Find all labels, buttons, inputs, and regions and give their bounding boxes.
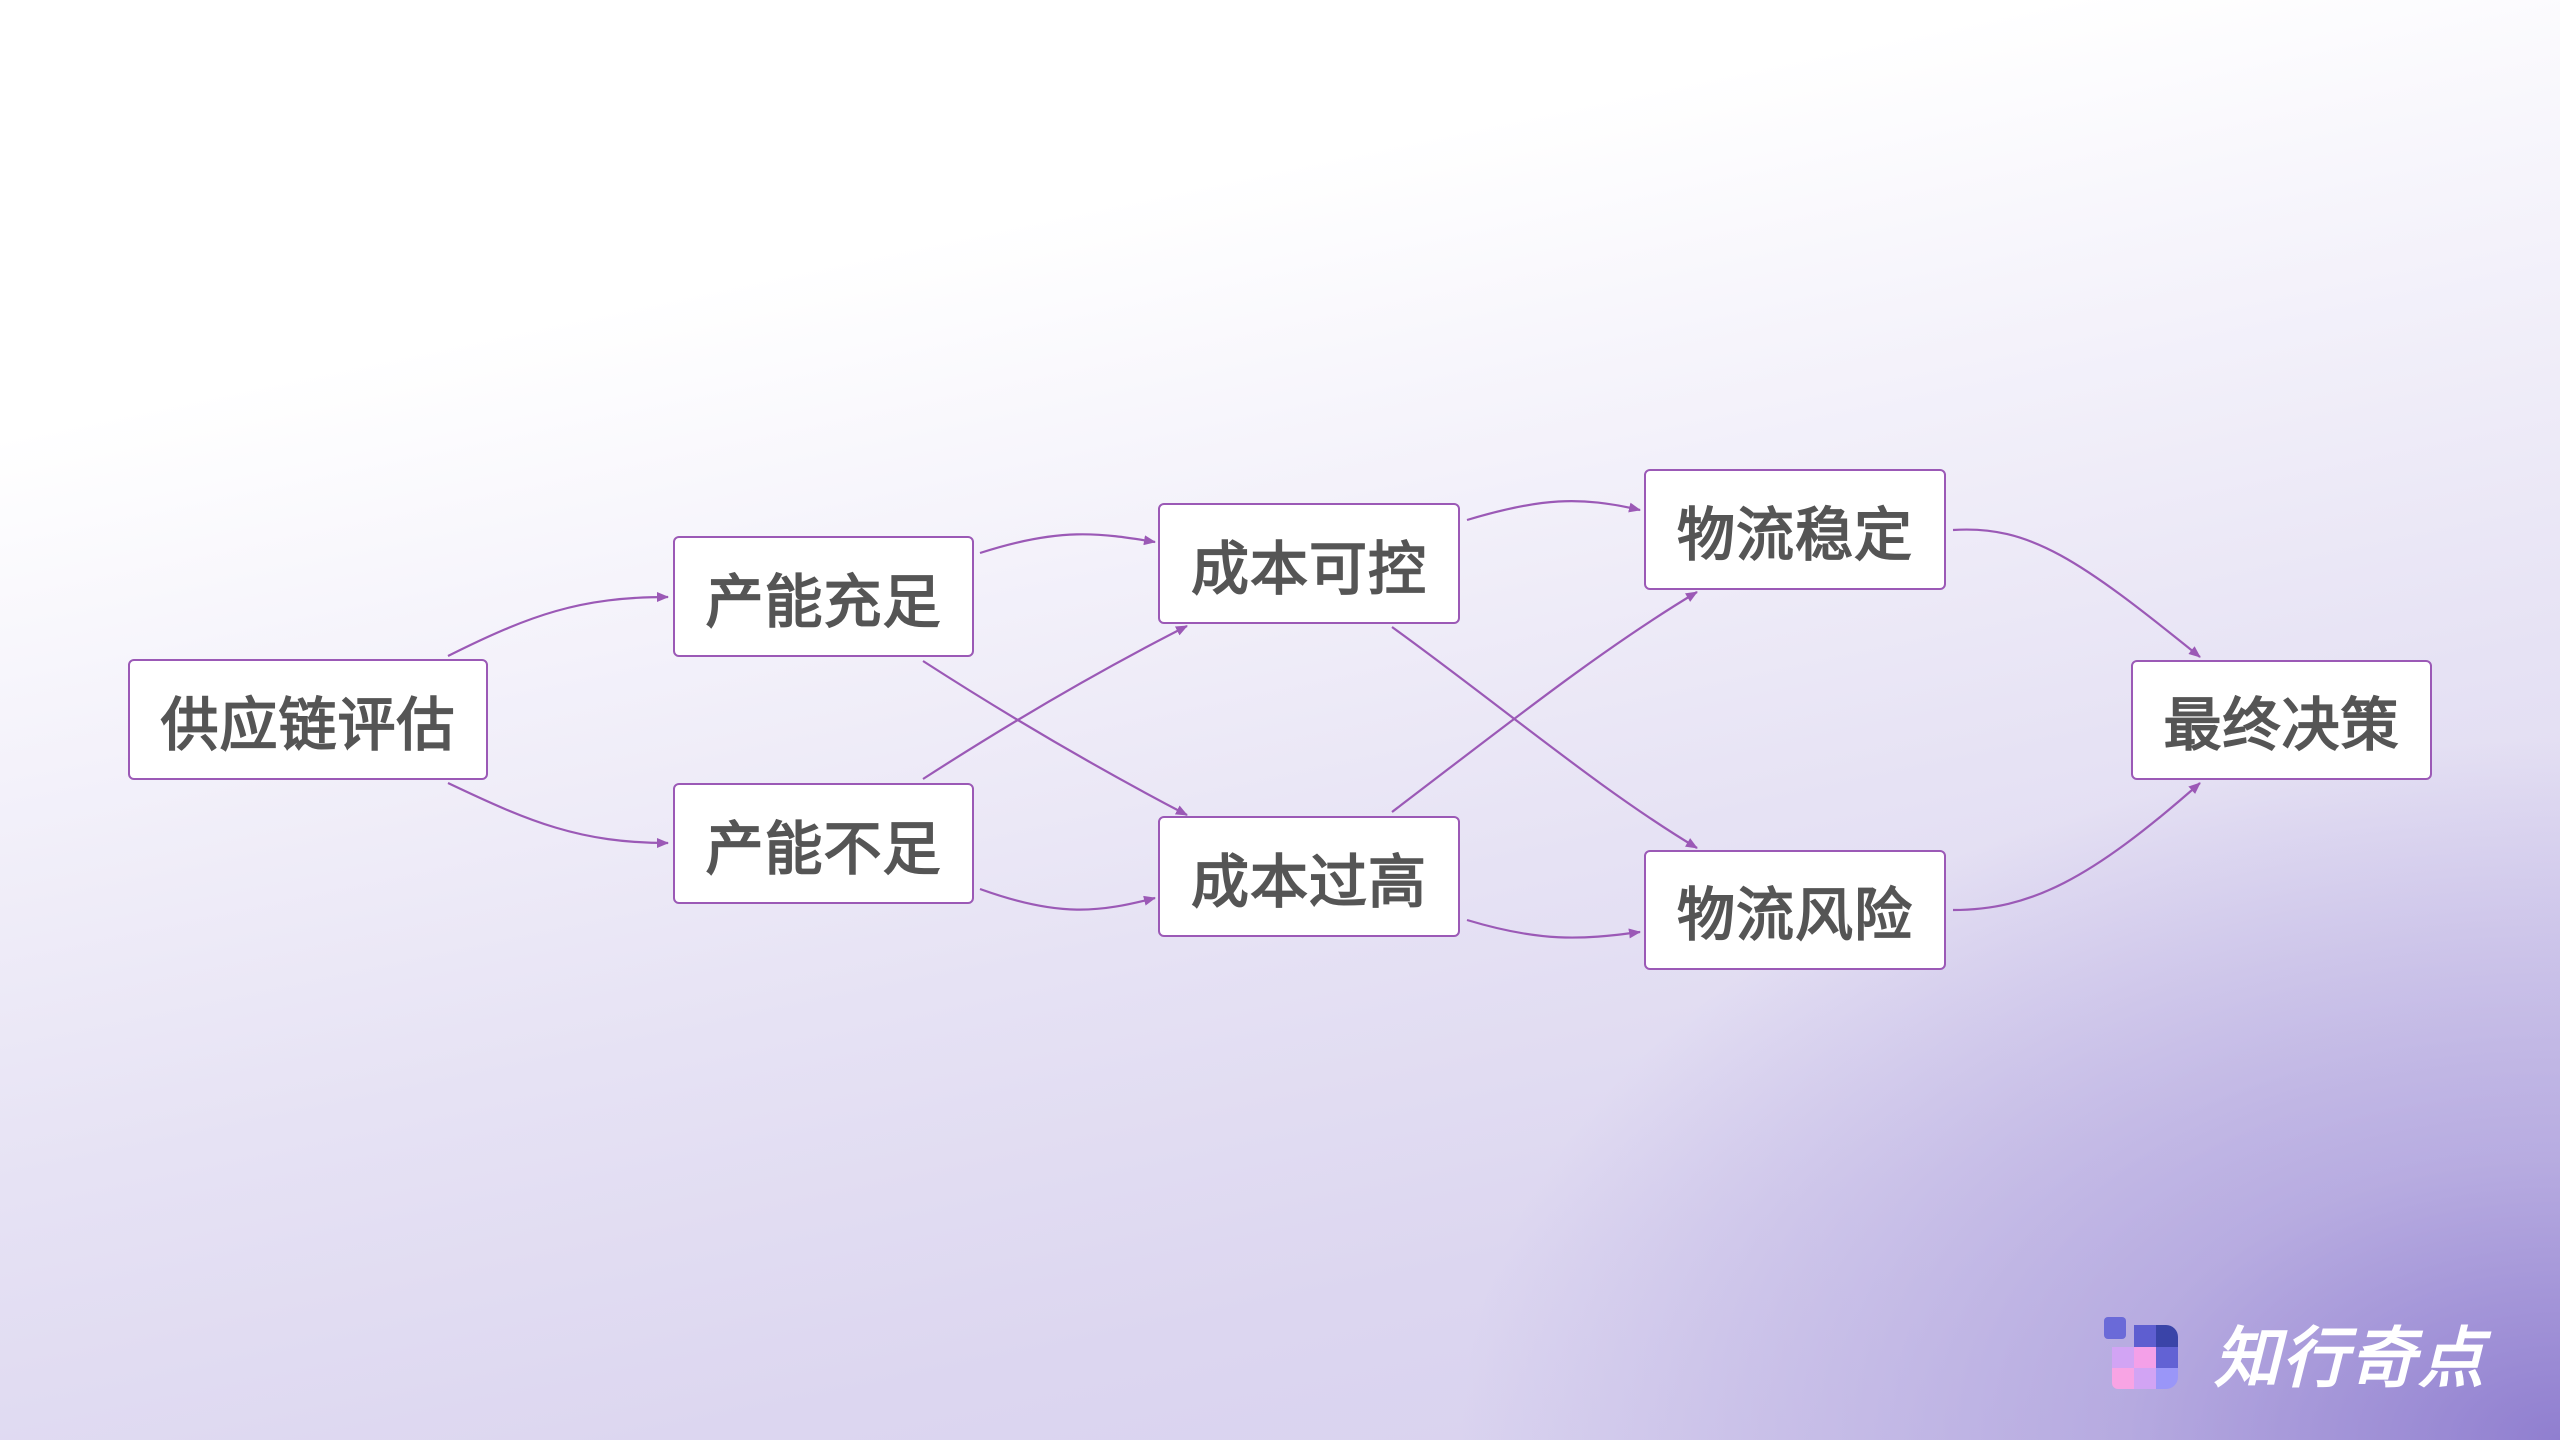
node-supply-chain-assessment: 供应链评估 — [128, 659, 488, 780]
node-label: 供应链评估 — [160, 690, 456, 759]
node-label: 成本可控 — [1190, 534, 1427, 603]
node-label: 物流稳定 — [1676, 500, 1913, 569]
brand-logo: 知行奇点 — [2104, 1316, 2504, 1397]
brand-name: 知行奇点 — [2214, 1320, 2486, 1397]
node-logistics-risk: 物流风险 — [1644, 850, 1946, 970]
edge-n5-n7 — [1466, 918, 1641, 939]
edge-n4-n7 — [1391, 626, 1698, 849]
node-label: 物流风险 — [1676, 881, 1913, 949]
node-capacity-sufficient: 产能充足 — [673, 536, 974, 657]
node-cost-too-high: 成本过高 — [1158, 816, 1460, 937]
edge-n3-n5 — [979, 887, 1156, 911]
node-logistics-stable: 物流稳定 — [1644, 469, 1946, 590]
edge-n7-n8 — [1952, 782, 2201, 912]
node-label: 成本过高 — [1190, 847, 1427, 916]
edge-n2-n5 — [922, 660, 1188, 816]
edge-n1-n2 — [447, 592, 669, 657]
node-label: 产能不足 — [705, 814, 942, 883]
edge-n5-n6 — [1391, 591, 1698, 813]
edge-n6-n8 — [1952, 528, 2201, 658]
edge-n1-n3 — [447, 782, 669, 848]
node-label: 产能充足 — [705, 567, 942, 636]
edge-n4-n6 — [1466, 500, 1641, 522]
node-cost-controllable: 成本可控 — [1158, 503, 1460, 624]
node-capacity-insufficient: 产能不足 — [673, 783, 974, 904]
pixel-logo-icon — [2104, 1317, 2178, 1389]
node-label: 最终决策 — [2163, 691, 2400, 759]
edge-n2-n4 — [979, 533, 1156, 555]
edge-n3-n4 — [922, 625, 1188, 780]
node-final-decision: 最终决策 — [2131, 660, 2432, 780]
